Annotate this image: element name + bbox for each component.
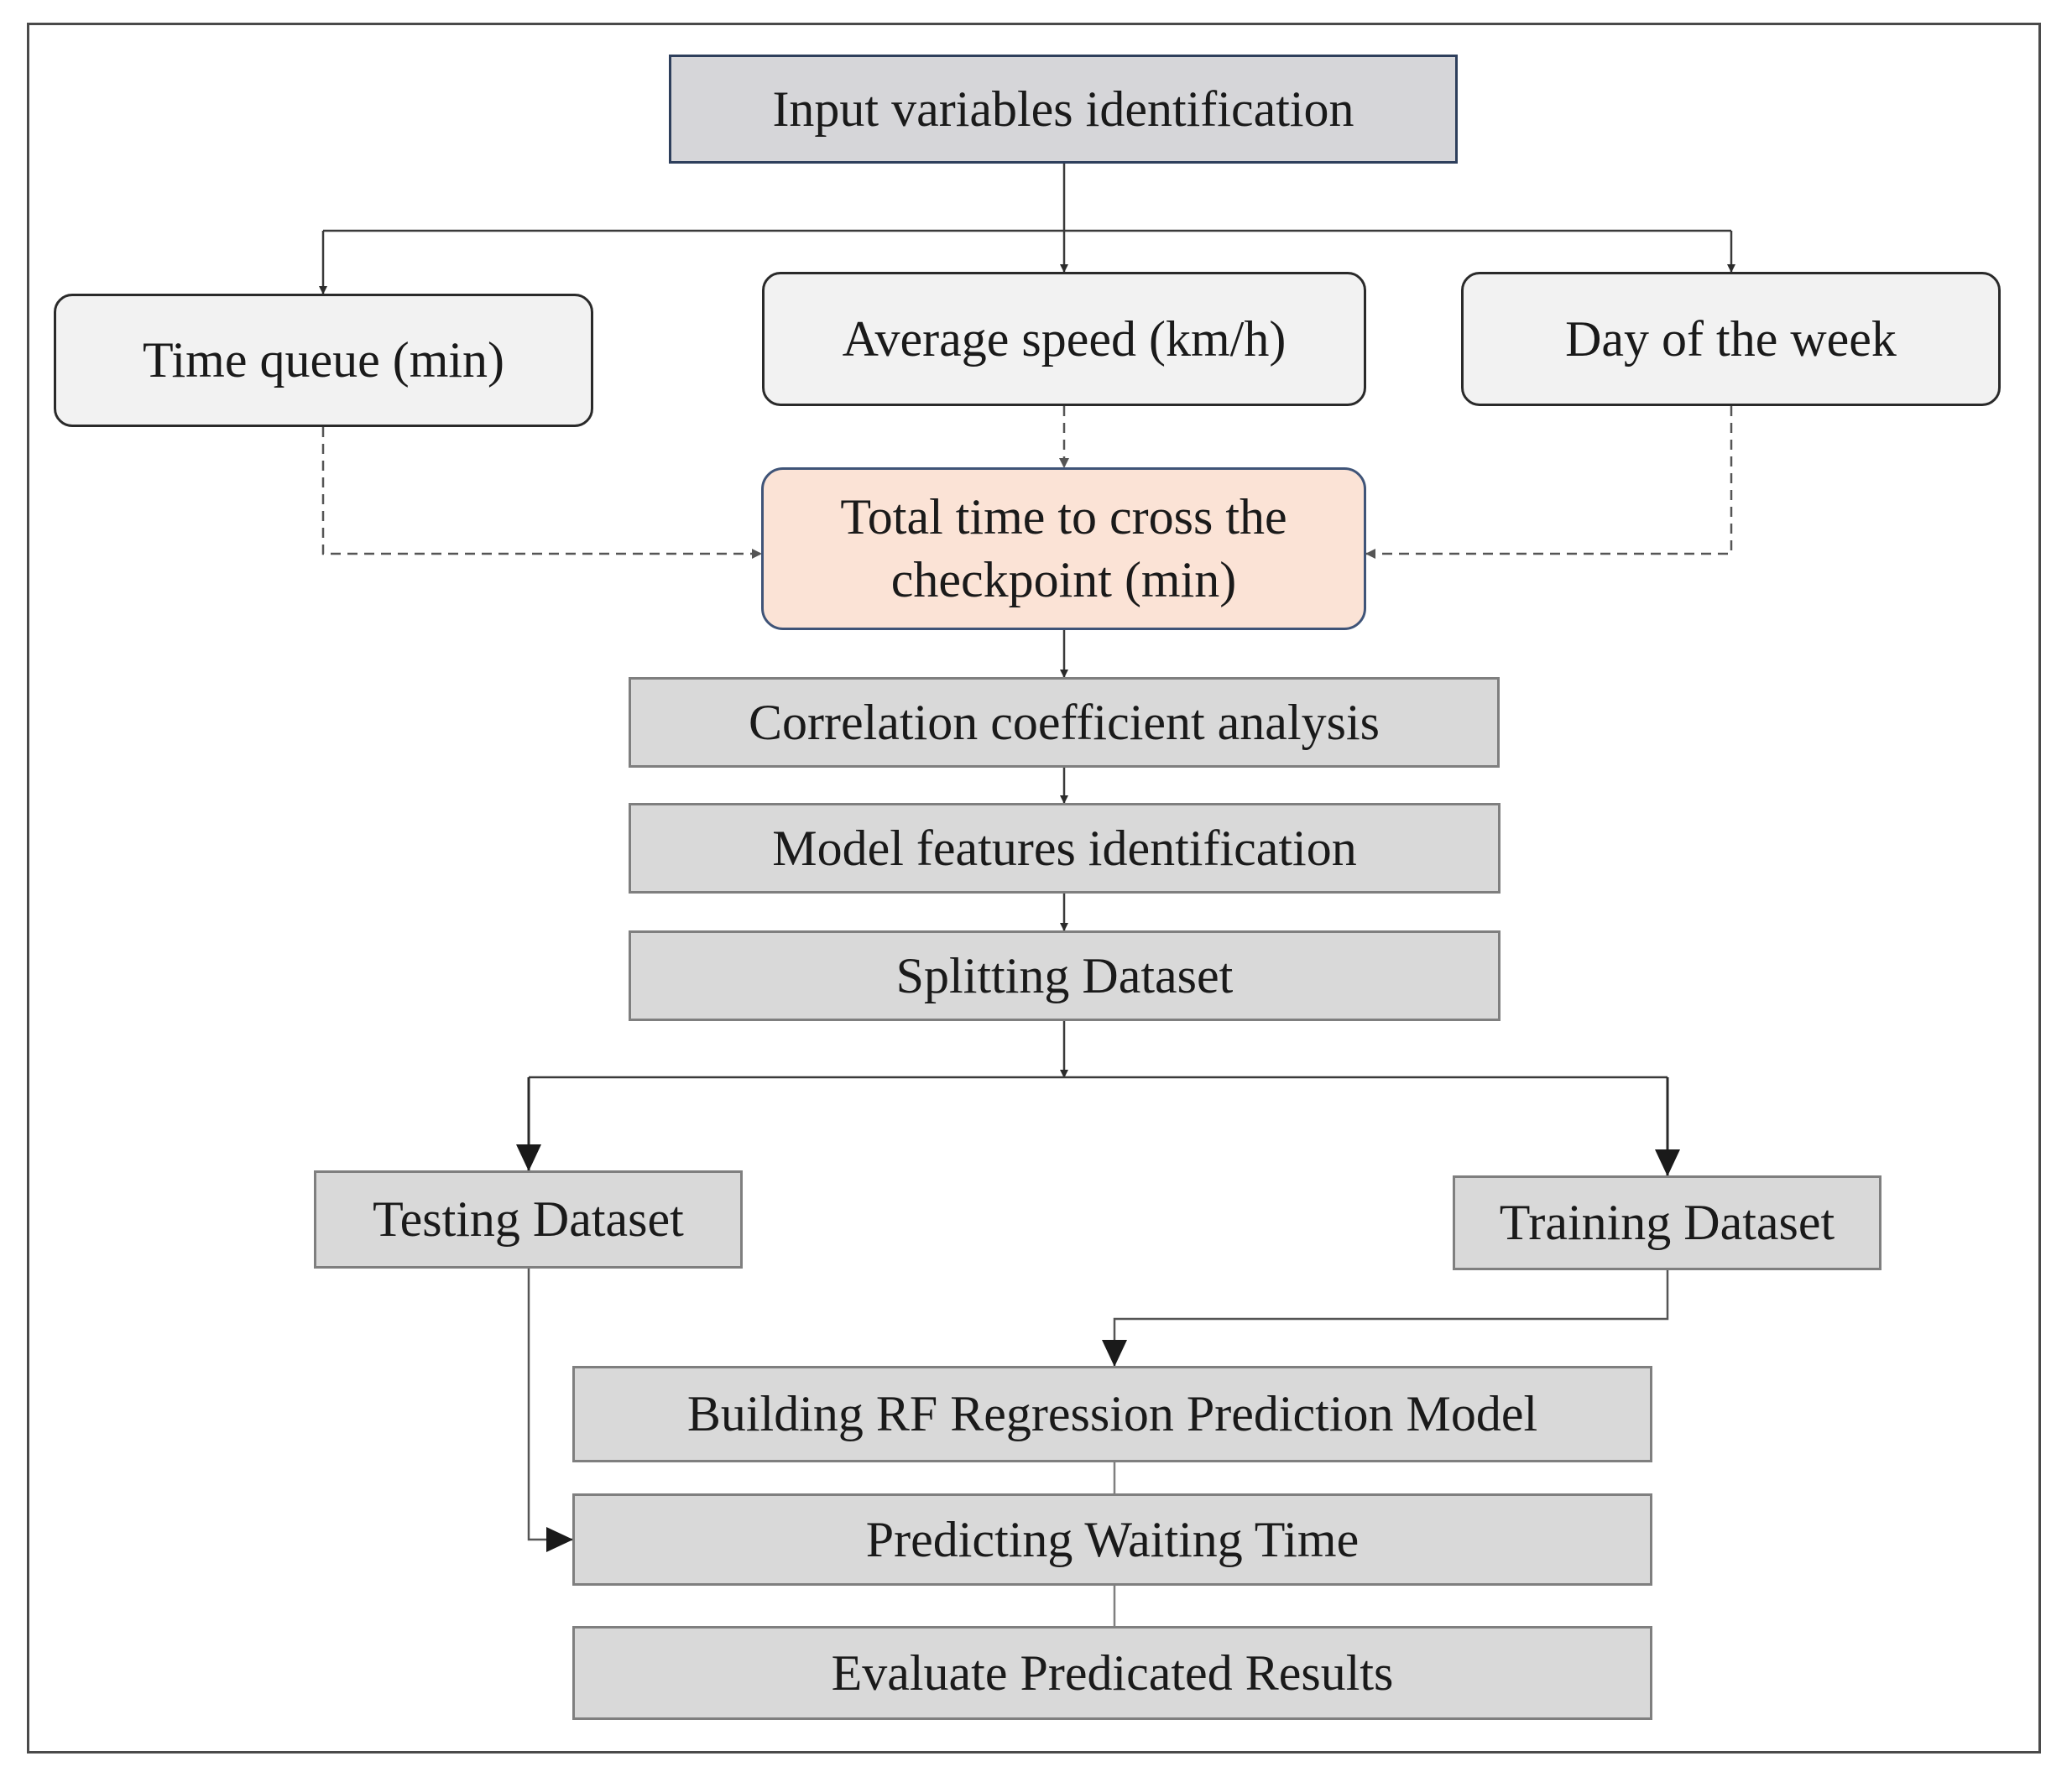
diagram-frame bbox=[27, 23, 2041, 1754]
input-identification-label: Input variables identification bbox=[772, 81, 1354, 137]
testing-step: Testing Dataset bbox=[314, 1170, 743, 1269]
correlation-label: Correlation coefficient analysis bbox=[749, 694, 1380, 750]
predicting-step: Predicting Waiting Time bbox=[572, 1493, 1652, 1586]
average-speed-label: Average speed (km/h) bbox=[842, 310, 1287, 367]
edge-training-to-building-model bbox=[1102, 1270, 1669, 1367]
model-features-label: Model features identification bbox=[772, 820, 1357, 876]
splitting-step: Splitting Dataset bbox=[629, 930, 1501, 1021]
model-features-step: Model features identification bbox=[629, 803, 1501, 894]
day-of-week-box: Day of the week bbox=[1461, 272, 2001, 406]
predicting-label: Predicting Waiting Time bbox=[865, 1511, 1360, 1567]
total-time-box: Total time to cross the checkpoint (min) bbox=[761, 467, 1366, 630]
time-queue-label: Time queue (min) bbox=[142, 332, 505, 388]
training-step: Training Dataset bbox=[1453, 1175, 1882, 1270]
correlation-step: Correlation coefficient analysis bbox=[629, 677, 1500, 768]
time-queue-box: Time queue (min) bbox=[54, 294, 593, 427]
edge-testing-to-predicting bbox=[527, 1269, 573, 1552]
edge-day-of-week-to-total-time bbox=[1365, 406, 1733, 559]
building-model-step: Building RF Regression Prediction Model bbox=[572, 1366, 1652, 1462]
training-label: Training Dataset bbox=[1499, 1195, 1835, 1250]
input-identification-box: Input variables identification bbox=[669, 55, 1458, 164]
evaluate-step: Evaluate Predicated Results bbox=[572, 1626, 1652, 1720]
splitting-label: Splitting Dataset bbox=[895, 947, 1234, 1003]
testing-label: Testing Dataset bbox=[373, 1191, 684, 1247]
edge-time-queue-to-total-time bbox=[321, 427, 762, 559]
average-speed-box: Average speed (km/h) bbox=[762, 272, 1366, 406]
day-of-week-label: Day of the week bbox=[1565, 310, 1897, 367]
evaluate-label: Evaluate Predicated Results bbox=[831, 1644, 1394, 1701]
total-time-label: Total time to cross the checkpoint (min) bbox=[840, 489, 1287, 607]
building-model-label: Building RF Regression Prediction Model bbox=[686, 1386, 1538, 1441]
